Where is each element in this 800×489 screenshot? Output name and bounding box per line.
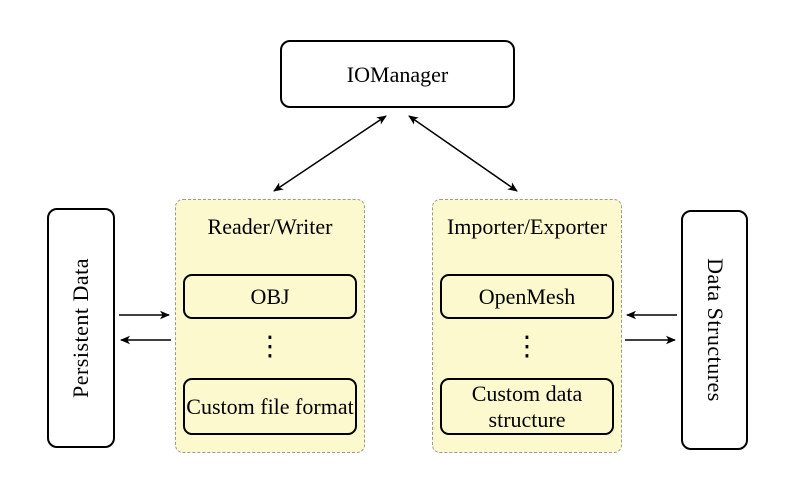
node-obj: OBJ [183,274,357,319]
iomanager-label: IOManager [346,61,449,87]
arrow-iomanager-importerexporter [408,115,518,192]
custom-data-structure-label: Custom data structure [471,380,583,432]
arrow-iomanager-readerwriter [273,115,387,192]
node-custom-file-format: Custom file format [183,378,357,435]
node-iomanager: IOManager [280,40,515,108]
node-persistent-data: Persistent Data [47,208,115,448]
custom-file-format-label: Custom file format [186,393,354,419]
obj-label: OBJ [250,283,290,309]
node-custom-data-structure: Custom data structure [440,378,614,435]
reader-writer-title: Reader/Writer [207,214,333,239]
group-reader-writer: Reader/Writer OBJ ⋮ Custom file format [175,199,365,453]
vertical-ellipsis-icon: ⋮ [513,330,541,362]
vertical-ellipsis-icon: ⋮ [256,330,284,362]
persistent-data-label: Persistent Data [68,257,93,399]
data-structures-label: Data Structures [702,258,728,402]
openmesh-label: OpenMesh [478,283,576,309]
node-openmesh: OpenMesh [440,274,614,319]
group-importer-exporter: Importer/Exporter OpenMesh ⋮ Custom data… [432,199,622,453]
node-data-structures: Data Structures [681,210,748,450]
importer-exporter-title: Importer/Exporter [446,214,608,239]
